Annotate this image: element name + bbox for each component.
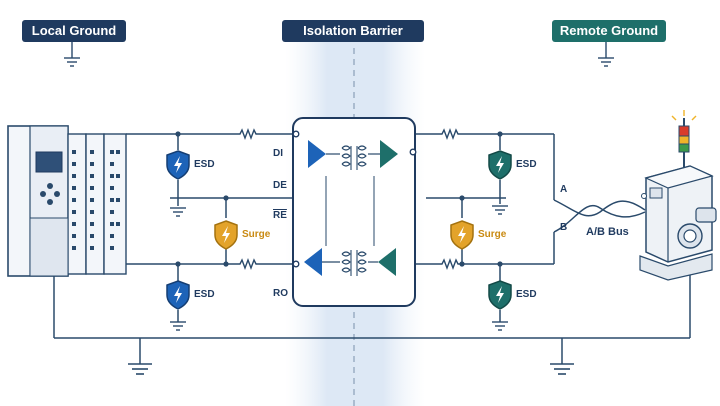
bus-line-a-label: A: [560, 184, 568, 195]
surge-shield-icon-left: [214, 220, 238, 250]
surge-label-left: Surge: [242, 229, 271, 240]
left-bus-wires: [53, 133, 690, 364]
transformer-bottom-icon: [322, 250, 378, 276]
ground-esd-bottom-right: [491, 321, 509, 331]
resistor-top-right: [437, 129, 463, 139]
driver-triangle-right-icon: [380, 140, 398, 168]
pin-label-di: DI: [273, 148, 283, 159]
esd-label-bottom-left: ESD: [194, 289, 215, 300]
esd-label-bottom-right: ESD: [516, 289, 537, 300]
esd-shield-icon-top-left: [166, 150, 190, 180]
esd-label-top-left: ESD: [194, 159, 215, 170]
isolator-transceiver-ic: [292, 117, 417, 307]
local-ground-header: Local Ground: [22, 20, 126, 42]
esd-label-top-right: ESD: [516, 159, 537, 170]
esd-shield-icon-bottom-left: [166, 280, 190, 310]
remote-ground-header: Remote Ground: [552, 20, 666, 42]
plc-controller: [7, 125, 127, 277]
resistor-bottom-right: [437, 259, 463, 269]
remote-field-device: [639, 110, 717, 281]
right-bus-wires: [416, 133, 691, 364]
local-ground-symbol: [63, 42, 81, 67]
remote-ground-symbol: [597, 42, 615, 67]
isolation-barrier-header: Isolation Barrier: [282, 20, 424, 42]
bus-line-b-label: B: [560, 222, 568, 233]
pin-label-re: RE: [273, 210, 287, 221]
ground-remote-main: [549, 363, 575, 375]
driver-triangle-icon: [308, 140, 326, 168]
ground-esd-top-right: [491, 205, 509, 215]
ground-esd-top-left: [169, 207, 187, 217]
receiver-triangle-right-icon: [378, 248, 396, 276]
ground-local-main: [127, 363, 153, 375]
resistor-bottom-left: [235, 259, 261, 269]
transformer-top-icon: [326, 145, 380, 170]
bus-name-label: A/B Bus: [586, 226, 629, 238]
pin-label-ro: RO: [273, 288, 288, 299]
esd-shield-icon-top-right: [488, 150, 512, 180]
surge-shield-icon-right: [450, 220, 474, 250]
ground-esd-bottom-left: [169, 321, 187, 331]
receiver-triangle-icon: [304, 248, 322, 276]
surge-label-right: Surge: [478, 229, 507, 240]
resistor-top-left: [235, 129, 261, 139]
pin-label-de: DE: [273, 180, 287, 191]
esd-shield-icon-bottom-right: [488, 280, 512, 310]
